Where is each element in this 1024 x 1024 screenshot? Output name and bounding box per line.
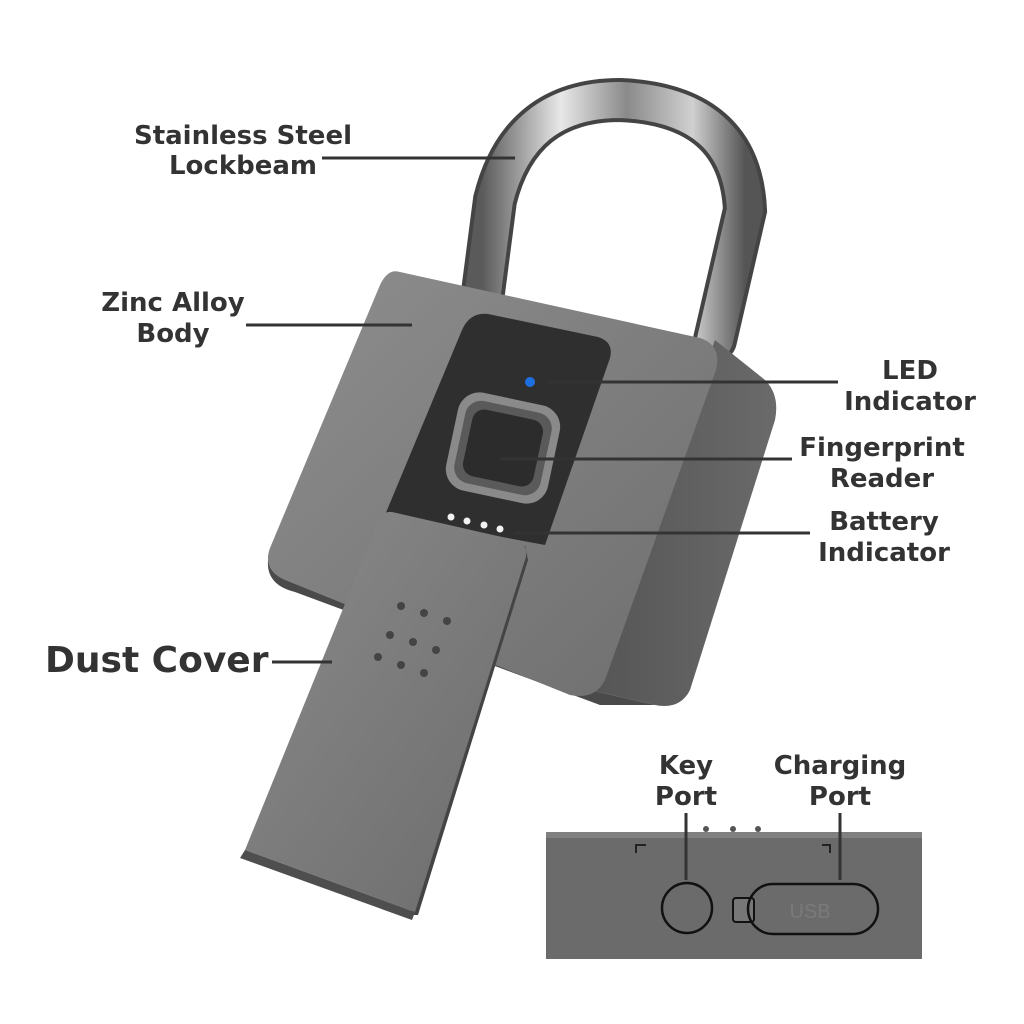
battery-indicator-lights (447, 513, 504, 533)
led-indicator-light (525, 377, 535, 387)
label-led-1: LED (882, 356, 938, 386)
usb-text: USB (789, 901, 830, 923)
label-battery-1: Battery (829, 507, 939, 537)
label-dust-cover: Dust Cover (45, 640, 269, 681)
label-battery-2: Indicator (818, 538, 950, 568)
label-key-port-2: Port (655, 782, 717, 812)
dust-cover (245, 511, 527, 912)
label-lockbeam-2: Lockbeam (169, 151, 317, 181)
label-body-1: Zinc Alloy (101, 288, 245, 318)
label-fingerprint-1: Fingerprint (799, 433, 965, 463)
cover-dots (374, 602, 451, 677)
label-charging-port-2: Port (809, 782, 871, 812)
label-body-2: Body (136, 319, 209, 349)
charging-port (746, 882, 880, 936)
label-lockbeam-1: Stainless Steel (134, 121, 352, 151)
bottom-view: USB (546, 826, 922, 959)
fingerprint-reader (445, 392, 561, 504)
label-fingerprint-2: Reader (830, 464, 934, 494)
lock-body-side (590, 340, 777, 706)
key-port (660, 881, 714, 935)
label-key-port-1: Key (659, 751, 713, 781)
label-led-2: Indicator (844, 387, 976, 417)
label-charging-port-1: Charging (774, 751, 907, 781)
